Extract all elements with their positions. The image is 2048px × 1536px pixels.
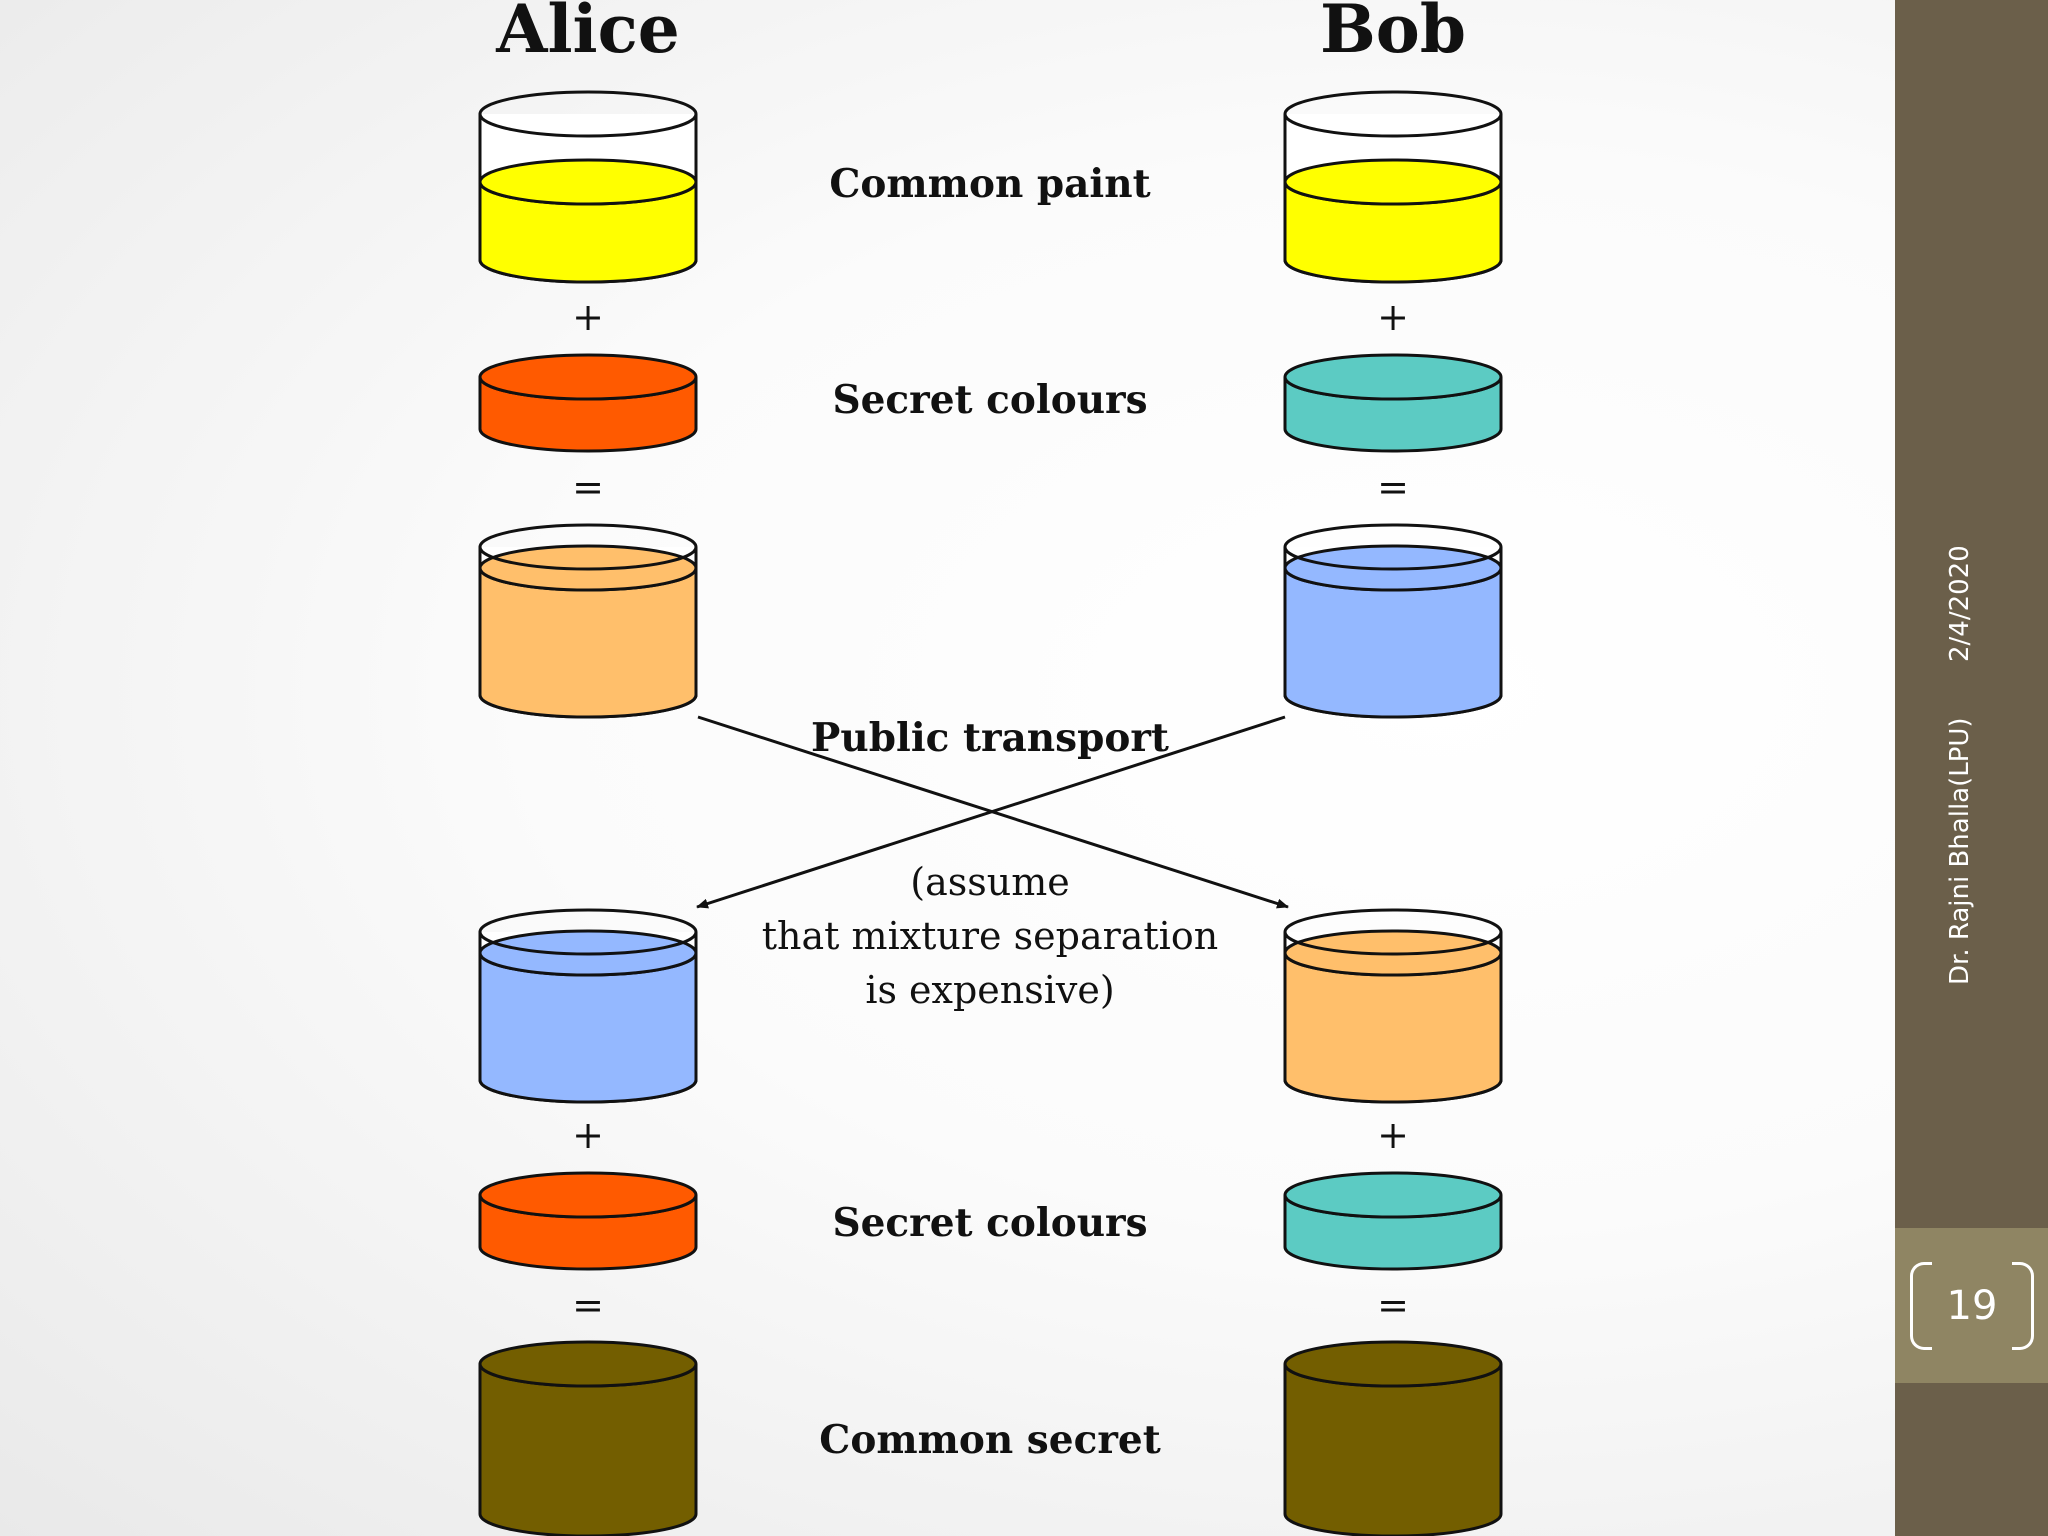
right-bracket-decoration [2012, 1262, 2034, 1350]
beaker-rim [478, 90, 698, 138]
bob-to-alice-transport-arrow [696, 715, 1286, 909]
paint-cylinder [1283, 1363, 1503, 1536]
slide-number-box [1895, 1228, 2048, 1383]
bob-equals-2: = [1377, 1283, 1409, 1327]
alice-title: Alice [495, 0, 680, 68]
common-secret-label: Common secret [819, 1417, 1160, 1463]
bob-secret-colour-disk-2 [1283, 1171, 1503, 1271]
bob-secret-colour-disk [1283, 353, 1503, 453]
paint-disk-top [1283, 1171, 1503, 1219]
bob-mixture-beaker [1283, 523, 1503, 719]
common-paint-label: Common paint [829, 161, 1150, 207]
alice-secret-colour-disk-2 [478, 1171, 698, 1271]
alice-equals-1: = [572, 465, 604, 509]
beaker-rim [1283, 908, 1503, 956]
paint-disk-top [478, 353, 698, 401]
beaker-rim [478, 523, 698, 571]
alice-plus-1: + [572, 295, 604, 339]
secret-colours-label-2: Secret colours [832, 1200, 1147, 1246]
left-bracket-decoration [1910, 1262, 1932, 1350]
beaker-rim [1283, 523, 1503, 571]
assumption-note-line2: that mixture separation [762, 914, 1218, 958]
secret-colours-label-1: Secret colours [832, 377, 1147, 423]
alice-common-secret-beaker [478, 1340, 698, 1536]
assumption-note-line1: (assume [910, 860, 1069, 904]
bob-title: Bob [1320, 0, 1466, 68]
bob-common-secret-beaker [1283, 1340, 1503, 1536]
beaker-liquid-top [1283, 158, 1503, 206]
paint-cylinder-top [478, 1340, 698, 1388]
paint-mixing-diagram: Alice Bob Common paint + + Secret colour… [478, 0, 1503, 1536]
beaker-rim [1283, 90, 1503, 138]
paint-disk-top [478, 1171, 698, 1219]
bob-common-paint-beaker [1283, 90, 1503, 284]
alice-secret-colour-disk [478, 353, 698, 453]
beaker-rim [478, 908, 698, 956]
alice-common-paint-beaker [478, 90, 698, 284]
paint-cylinder-top [1283, 1340, 1503, 1388]
bob-received-mixture-beaker [1283, 908, 1503, 1104]
bob-plus-1: + [1377, 295, 1409, 339]
beaker-liquid-top [478, 158, 698, 206]
alice-received-mixture-beaker [478, 908, 698, 1104]
paint-cylinder [478, 1363, 698, 1536]
assumption-note-line3: is expensive) [865, 968, 1114, 1012]
slide-number: 19 [1946, 1283, 1998, 1329]
bob-plus-2: + [1377, 1113, 1409, 1157]
bob-equals-1: = [1377, 465, 1409, 509]
paint-disk-top [1283, 353, 1503, 401]
alice-mixture-beaker [478, 523, 698, 719]
alice-equals-2: = [572, 1283, 604, 1327]
public-transport-label: Public transport [811, 715, 1169, 761]
alice-plus-2: + [572, 1113, 604, 1157]
